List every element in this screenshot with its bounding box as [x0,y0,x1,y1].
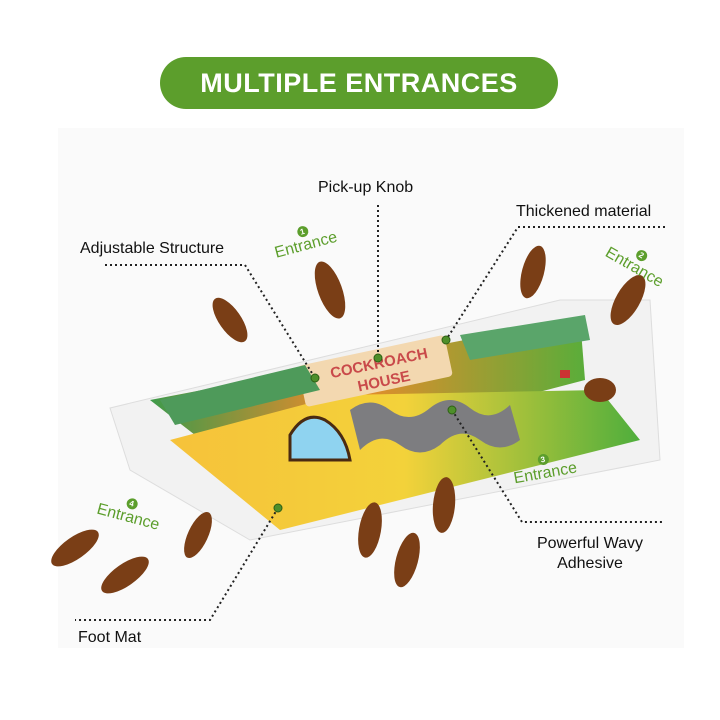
leader-dots [273,335,457,513]
cockroach [432,477,456,533]
adjustable-flap [160,365,320,425]
wavy-adhesive-label: Powerful Wavy Adhesive [526,534,654,574]
cockroach [394,532,420,588]
window [288,415,352,462]
cockroaches [51,245,646,594]
cockroach [584,378,616,402]
thickened-material-label: Thickened material [516,203,652,220]
pickup-knob-label: Pick-up Knob [318,179,414,196]
adjustable-structure-label: Adjustable Structure [80,240,225,257]
cockroach [358,502,382,558]
cockroach [184,511,212,559]
wavy-adhesive-line1: Powerful Wavy [536,535,644,552]
foot-mat-label: Foot Mat [78,629,142,646]
cockroach [101,556,149,594]
banner-title: MULTIPLE ENTRANCES [160,57,558,109]
cockroach [314,261,346,319]
right-flap [460,315,590,360]
cockroach [51,529,99,567]
cockroach [212,297,248,343]
leader-lines [75,205,665,621]
cockroach [610,275,646,325]
wavy-adhesive-line2: Adhesive [557,555,623,572]
wavy-opening [350,400,520,453]
cockroach [520,245,546,299]
front-panel [170,390,640,530]
